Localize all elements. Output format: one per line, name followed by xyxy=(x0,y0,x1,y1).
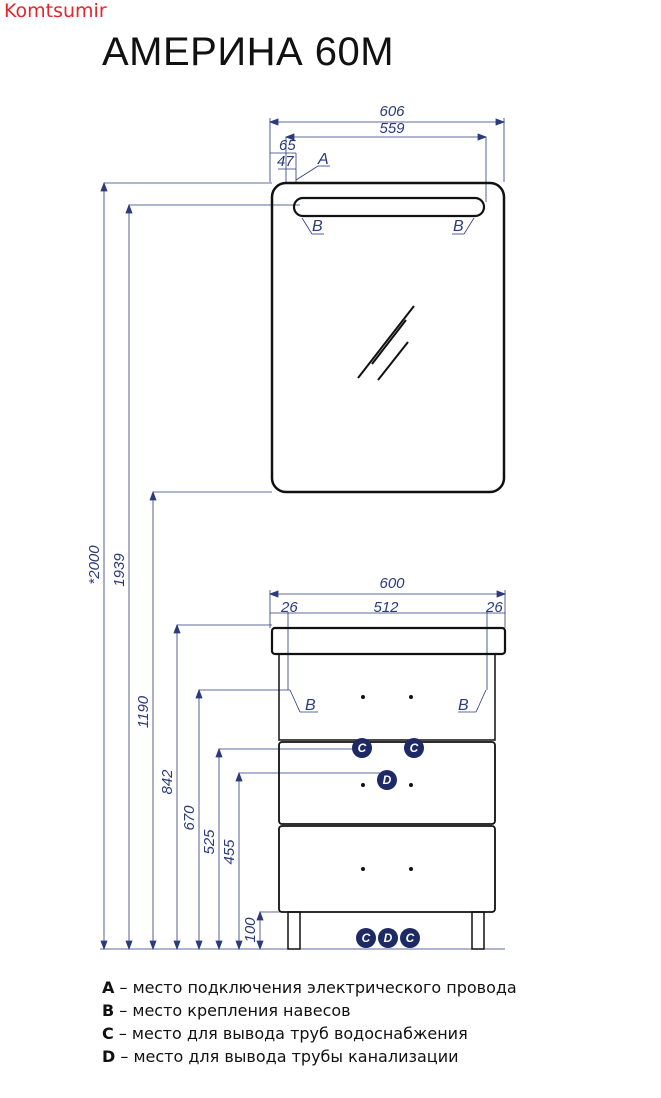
dim-cabinet-left: 26 xyxy=(280,599,298,616)
marker-b-cab-left: B xyxy=(305,697,316,714)
legend-item-c: C – место для вывода труб водоснабжения xyxy=(102,1024,468,1043)
vanity-cabinet xyxy=(270,626,507,950)
dim-height-670: 670 xyxy=(181,805,198,831)
dim-height-1190: 1190 xyxy=(135,695,152,728)
dim-mirror-width: 606 xyxy=(379,103,405,120)
dim-cabinet-inner: 512 xyxy=(373,599,399,616)
marker-c-1: C xyxy=(352,738,372,758)
dim-cabinet-right: 26 xyxy=(485,599,503,616)
svg-text:C: C xyxy=(362,931,371,945)
dim-height-455: 455 xyxy=(221,839,238,865)
legend-item-d: D – место для вывода трубы канализации xyxy=(102,1047,459,1066)
legend: A – место подключения электрического про… xyxy=(102,976,642,1068)
marker-d-1: D xyxy=(377,770,397,790)
marker-a: A xyxy=(317,151,329,168)
dimension-arrows xyxy=(100,118,507,951)
brand-logo: Komtsumir xyxy=(4,0,107,22)
handle-dots xyxy=(361,695,413,871)
dim-height-1939: 1939 xyxy=(111,553,128,587)
legend-item-b: B – место крепления навесов xyxy=(102,1001,351,1020)
marker-b-mirror-right: B xyxy=(453,218,464,235)
marker-c-2: C xyxy=(404,738,424,758)
mirror xyxy=(270,181,506,494)
marker-c-4: C xyxy=(400,928,420,948)
svg-text:D: D xyxy=(383,773,392,787)
svg-text:C: C xyxy=(358,741,367,755)
page-title: АМЕРИНА 60М xyxy=(102,30,395,74)
dim-height-525: 525 xyxy=(201,829,218,855)
dim-height-100: 100 xyxy=(242,917,259,943)
dimension-lines xyxy=(100,118,506,950)
svg-text:C: C xyxy=(410,741,419,755)
marker-b-mirror-left: B xyxy=(312,218,323,235)
dim-mirror-inner: 559 xyxy=(379,120,405,137)
dim-offset-47: 47 xyxy=(277,153,294,170)
marker-d-2: D xyxy=(378,928,398,948)
marker-c-3: C xyxy=(356,928,376,948)
marker-b-cab-right: B xyxy=(458,697,469,714)
dim-offset-65: 65 xyxy=(279,137,296,154)
dim-total-height: *2000 xyxy=(86,545,103,585)
svg-text:D: D xyxy=(384,931,393,945)
dim-height-842: 842 xyxy=(159,769,176,795)
dim-cabinet-width: 600 xyxy=(379,575,405,592)
svg-text:C: C xyxy=(406,931,415,945)
legend-item-a: A – место подключения электрического про… xyxy=(102,978,517,997)
